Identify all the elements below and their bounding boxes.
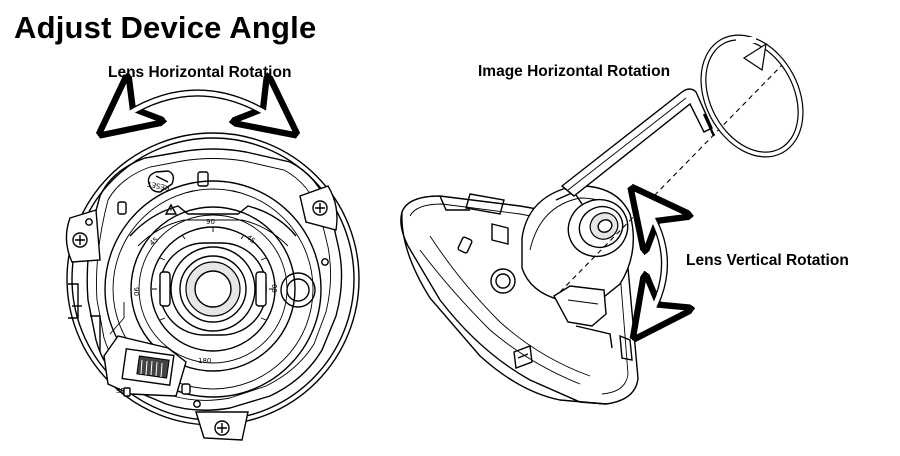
lens-rotation-ring xyxy=(104,180,322,398)
angle-mark-top: 90 xyxy=(206,218,215,226)
angle-mark-right: 09 xyxy=(270,284,278,293)
screw-tab-left xyxy=(65,209,101,263)
image-horizontal-rotation-label: Image Horizontal Rotation xyxy=(478,63,671,80)
lens xyxy=(159,242,267,336)
side-button-right-view xyxy=(490,268,516,294)
image-horizontal-rotation-arrow xyxy=(700,34,804,158)
sd-card-slot: SD xyxy=(103,335,187,397)
camera-top-view: RESET 90 45 45 06 09 180 xyxy=(65,93,360,441)
lens-vertical-rotation-label: Lens Vertical Rotation xyxy=(686,252,849,269)
reset-button: RESET xyxy=(146,170,175,193)
angle-mark-upper-right: 45 xyxy=(245,233,257,245)
camera-side-view xyxy=(400,34,804,405)
sd-marking: SD xyxy=(116,387,126,395)
angle-mark-left: 06 xyxy=(133,287,141,296)
hex-key-tool xyxy=(560,88,716,197)
page-title: Adjust Device Angle xyxy=(14,10,317,45)
side-button xyxy=(280,272,316,308)
screw-tab-right xyxy=(299,185,338,231)
screw-tab-bottom xyxy=(195,411,249,441)
angle-mark-bottom: 180 xyxy=(198,357,211,365)
lens-horizontal-rotation-arrow xyxy=(108,93,288,128)
angle-mark-upper-left: 45 xyxy=(148,236,160,248)
side-lens xyxy=(567,198,629,258)
lens-vertical-rotation-arrow xyxy=(638,196,665,330)
